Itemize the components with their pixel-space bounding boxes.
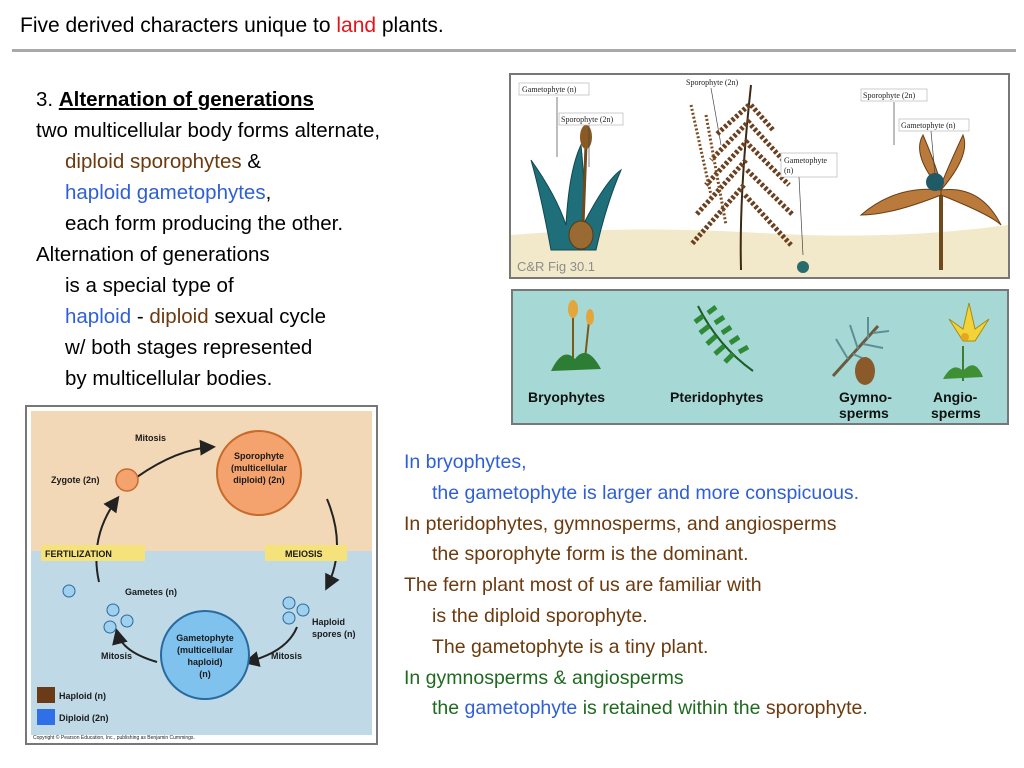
diploid-term: diploid sporophytes <box>65 150 242 173</box>
title-highlight: land <box>336 14 377 37</box>
sporophyte-label: Sporophyte (2n) <box>686 78 739 87</box>
copyright-text: Copyright © Pearson Education, Inc., pub… <box>33 734 195 741</box>
point-heading-line: 3. Alternation of generations <box>36 84 380 115</box>
bryophytes-label: Bryophytes <box>528 389 605 405</box>
gametophyte-label: (multicellular <box>177 645 234 655</box>
gametophyte-label: Gametophyte (n) <box>522 85 577 94</box>
text-line: by multicellular bodies. <box>65 367 273 390</box>
fertilization-label: FERTILIZATION <box>45 549 112 559</box>
angiosperms-label-1: Angio- <box>933 389 978 405</box>
gametophyte-label: Gametophyte <box>784 156 828 165</box>
gametophyte-label: Gametophyte <box>176 633 234 643</box>
plant-generations-figure: Gametophyte (n) Sporophyte (2n) Sporophy… <box>509 73 1010 279</box>
mitosis-label: Mitosis <box>271 651 302 661</box>
title-text-end: plants. <box>376 14 444 37</box>
text-line: haploid gametophytes, <box>36 177 380 208</box>
figure-credit: C&R Fig 30.1 <box>517 259 595 274</box>
text-line: haploid - diploid sexual cycle <box>36 301 380 332</box>
diploid-legend-label: Diploid (2n) <box>59 713 109 723</box>
diploid-word: diploid <box>149 305 209 328</box>
slide-title: Five derived characters unique to land p… <box>20 14 444 38</box>
notes-text: In bryophytes, the gametophyte is larger… <box>404 447 868 724</box>
sporophyte-label: Sporophyte <box>234 451 284 461</box>
text-fragment: . <box>862 697 868 720</box>
diploid-region <box>31 411 372 551</box>
gymnosperms-label-1: Gymno- <box>839 389 892 405</box>
meiosis-label: MEIOSIS <box>285 549 323 559</box>
plant-groups-figure: Bryophytes Pteridophytes Gymno- sperms A… <box>511 289 1009 425</box>
text-line: two multicellular body forms alternate, <box>36 119 381 142</box>
sporophyte-term: sporophyte <box>765 697 863 720</box>
haploid-term: haploid gametophytes <box>65 181 266 204</box>
zygote-circle <box>115 468 139 492</box>
text-fragment: , <box>265 181 272 204</box>
note-line: The gametophyte is a tiny plant. <box>432 635 709 658</box>
text-line: w/ both stages represented <box>65 336 313 359</box>
sporophyte-label: diploid) (2n) <box>233 475 285 485</box>
gametes-label: Gametes (n) <box>125 587 177 597</box>
gymnosperms-label-2: sperms <box>839 405 889 421</box>
gymnosperm-icon <box>831 317 890 385</box>
sporophyte-label: Sporophyte (2n) <box>863 91 916 100</box>
haploid-spores-label: spores (n) <box>312 629 356 639</box>
text-line: each form producing the other. <box>65 212 344 235</box>
gametophyte-label: Gametophyte (n) <box>901 121 956 130</box>
gametophyte-label: (n) <box>199 669 211 679</box>
note-line: In pteridophytes, gymnosperms, and angio… <box>404 512 837 535</box>
text-fragment: sexual cycle <box>208 305 326 328</box>
fern-icon <box>693 305 754 372</box>
note-line: is the diploid sporophyte. <box>432 604 648 627</box>
gametophyte-circle <box>160 610 250 700</box>
text-fragment: & <box>241 150 262 173</box>
bryophyte-icon <box>551 300 601 371</box>
note-line: the sporophyte form is the dominant. <box>432 543 749 566</box>
zygote-label: Zygote (2n) <box>51 475 100 485</box>
gametophyte-label: haploid) <box>188 657 223 667</box>
fern-plant-illustration <box>689 84 809 273</box>
sporophyte-label: (multicellular <box>231 463 288 473</box>
pteridophytes-label: Pteridophytes <box>670 389 764 405</box>
plant-illustration: Gametophyte (n) Sporophyte (2n) Sporophy… <box>511 75 1008 277</box>
fertilization-banner <box>41 545 145 561</box>
sporophyte-circle <box>216 430 302 516</box>
text-fragment: - <box>131 305 150 328</box>
text-fragment: is retained within the <box>577 697 766 720</box>
flower-plant-illustration <box>859 133 1002 270</box>
moss-plant-illustration <box>530 125 623 251</box>
gametophyte-term: gametophyte <box>464 697 578 720</box>
text-line: is a special type of <box>65 274 234 297</box>
life-cycle-diagram: Sporophyte (multicellular diploid) (2n) … <box>27 407 376 743</box>
mitosis-label: Mitosis <box>101 651 132 661</box>
sporophyte-label: Sporophyte (2n) <box>561 115 614 124</box>
text-fragment: the <box>432 697 465 720</box>
meiosis-banner <box>265 545 347 561</box>
mitosis-label: Mitosis <box>135 433 166 443</box>
life-cycle-figure: Sporophyte (multicellular diploid) (2n) … <box>25 405 378 745</box>
note-line: the gametophyte is retained within the s… <box>404 693 868 724</box>
point-number: 3. <box>36 88 54 111</box>
text-line: Alternation of generations <box>36 243 270 266</box>
note-line: In bryophytes, <box>404 451 527 473</box>
plant-groups-illustration: Bryophytes Pteridophytes Gymno- sperms A… <box>513 291 1007 423</box>
angiosperm-icon <box>943 302 990 381</box>
title-text: Five derived characters unique to <box>20 14 337 37</box>
point-heading: Alternation of generations <box>58 88 314 111</box>
haploid-spores-label: Haploid <box>312 617 345 627</box>
text-line: diploid sporophytes & <box>36 146 380 177</box>
diploid-legend-swatch <box>37 709 55 725</box>
point-3-text: 3. Alternation of generations two multic… <box>36 84 380 394</box>
angiosperms-label-2: sperms <box>931 405 981 421</box>
note-line: The fern plant most of us are familiar w… <box>404 574 762 597</box>
note-line: In gymnosperms & angiosperms <box>404 666 684 689</box>
haploid-legend-label: Haploid (n) <box>59 691 106 701</box>
title-divider <box>12 49 1016 52</box>
haploid-legend-swatch <box>37 687 55 703</box>
haploid-word: haploid <box>65 305 132 328</box>
gametophyte-label-ploidy: (n) <box>784 166 794 175</box>
note-line: the gametophyte is larger and more consp… <box>432 481 860 504</box>
